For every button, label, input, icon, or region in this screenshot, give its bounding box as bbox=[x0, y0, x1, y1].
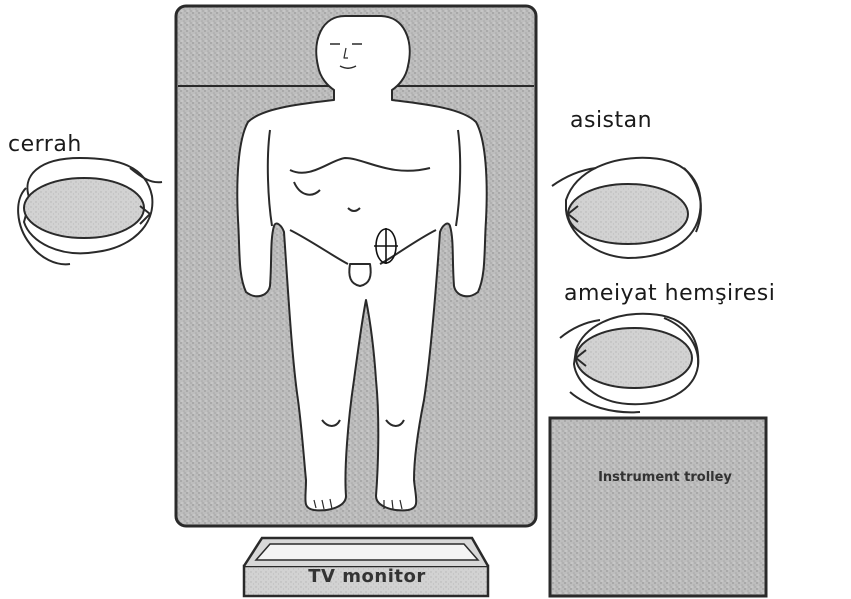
tv-monitor-label: TV monitor bbox=[242, 566, 492, 587]
surgeon-head bbox=[18, 158, 162, 264]
surgeon-label: cerrah bbox=[8, 134, 82, 156]
assistant-label: asistan bbox=[570, 110, 652, 132]
instrument-trolley-label: Instrument trolley bbox=[560, 470, 770, 487]
scrub-nurse-head bbox=[560, 314, 698, 412]
instrument-trolley bbox=[550, 418, 766, 596]
assistant-head bbox=[552, 158, 701, 258]
scrub-nurse-label: ameiyat hemşiresi bbox=[564, 283, 775, 305]
